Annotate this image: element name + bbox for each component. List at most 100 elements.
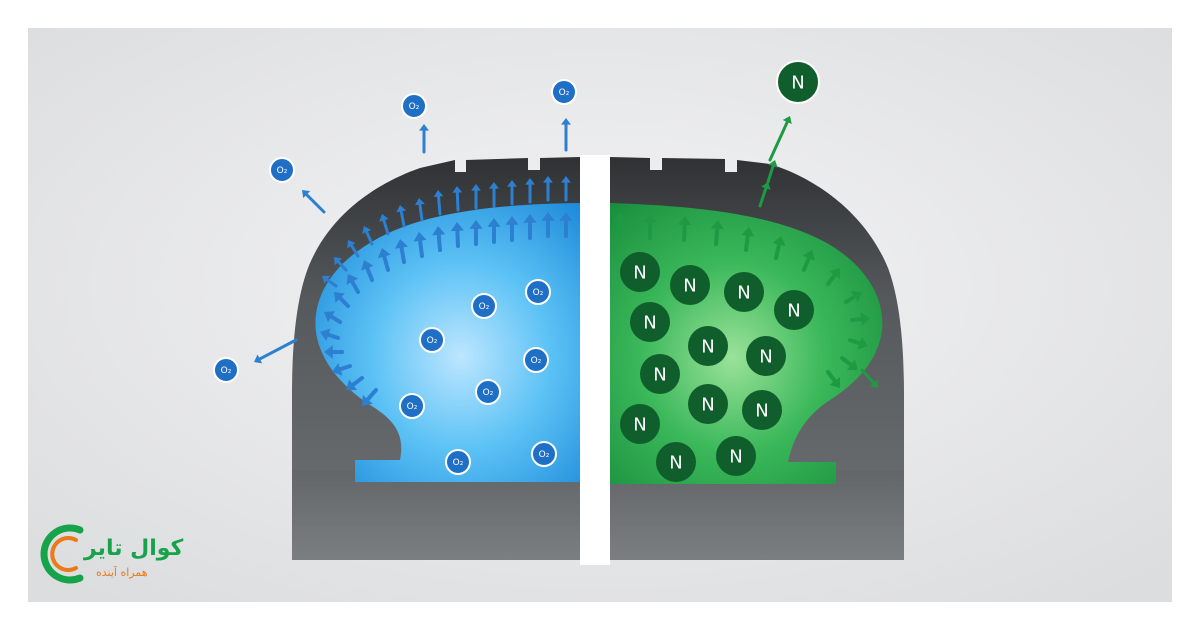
nitrogen-inner-arrow-3-head (710, 220, 724, 230)
nitrogen-molecule-escaped-circle (776, 60, 820, 104)
nitrogen-molecule-12: N (716, 436, 756, 476)
logo-brand-text: کوال تایر (84, 536, 184, 561)
oxygen-inner-arrow-15-shaft (326, 332, 340, 340)
nitrogen-molecule-11-label: N (669, 452, 682, 473)
nitrogen-molecule-5-label: N (701, 336, 714, 357)
oxygen-inner-arrow-10-head (377, 248, 391, 259)
oxygen-molecule-10-circle (445, 449, 471, 475)
nitrogen-molecule-11: N (656, 442, 696, 482)
oxygen-escape-arrow-1-head (419, 124, 429, 131)
nitrogen-inner-arrow-9-head (860, 312, 870, 326)
nitrogen-molecule-4: N (630, 302, 670, 342)
oxygen-molecule-9: O₂ (399, 393, 425, 419)
oxygen-tread-arrow-13-shaft (336, 260, 348, 272)
nitrogen-molecule-9-circle (742, 390, 782, 430)
nitrogen-inner-arrow-10-shaft (848, 338, 862, 346)
oxygen-inner-arrow-8-head (413, 232, 427, 242)
nitrogen-molecule-12-label: N (729, 446, 742, 467)
nitrogen-molecule-11-circle (656, 442, 696, 482)
oxygen-escape-arrow-0-head (561, 118, 571, 125)
nitrogen-molecule-0: N (620, 252, 660, 292)
oxygen-tread-arrow-10-head (379, 214, 389, 222)
oxygen-tread-arrow-12-head (347, 240, 356, 249)
oxygen-inner-arrow-10-shaft (382, 254, 390, 272)
center-divider (580, 155, 610, 565)
oxygen-tread-arrow-6-head (452, 186, 463, 193)
nitrogen-inner-arrow-5-head (772, 236, 786, 247)
oxygen-inner-arrow-14-head (324, 311, 335, 323)
nitrogen-molecule-6-circle (746, 336, 786, 376)
nitrogen-molecule-4-circle (630, 302, 670, 342)
oxygen-molecule-8-label: O₂ (483, 388, 494, 398)
oxygen-inner-arrow-11-shaft (365, 266, 374, 282)
nitrogen-molecule-0-circle (620, 252, 660, 292)
oxygen-molecule-0: O₂ (401, 93, 427, 119)
oxygen-inner-arrow-7-shaft (436, 232, 442, 252)
oxygen-tread-arrow-3-head (507, 180, 517, 187)
oxygen-molecule-9-label: O₂ (407, 402, 418, 412)
oxygen-tread-arrow-7-shaft (437, 195, 442, 216)
oxygen-inner-arrow-2-head (523, 214, 537, 223)
oxygen-molecule-5-circle (471, 293, 497, 319)
oxygen-inner-arrow-4-head (487, 218, 501, 227)
oxygen-molecule-1-circle (551, 79, 577, 105)
nitrogen-molecule-1-label: N (683, 275, 696, 296)
nitrogen-tread-arrow-1-shaft (766, 164, 775, 184)
nitrogen-molecule-8: N (688, 384, 728, 424)
oxygen-molecule-6-circle (419, 327, 445, 353)
nitrogen-molecule-escaped-label: N (791, 72, 804, 93)
oxygen-molecule-4: O₂ (525, 279, 551, 305)
nitrogen-molecule-10-circle (620, 404, 660, 444)
nitrogen-molecule-8-circle (688, 384, 728, 424)
oxygen-tread-arrow-2-head (525, 178, 535, 185)
oxygen-inner-arrow-11-head (361, 260, 374, 271)
nitrogen-molecule-2: N (724, 272, 764, 312)
oxygen-inner-arrow-18-head (346, 379, 357, 390)
nitrogen-molecule-0-label: N (633, 262, 646, 283)
oxygen-molecule-1-label: O₂ (559, 88, 570, 98)
nitrogen-inner-arrow-5-shaft (774, 242, 782, 260)
oxygen-molecule-10-label: O₂ (453, 458, 464, 468)
oxygen-molecule-6-label: O₂ (427, 336, 438, 346)
nitrogen-tread-arrow-0-head (761, 182, 771, 190)
oxygen-molecule-1: O₂ (551, 79, 577, 105)
nitrogen-inner-arrow-11-shaft (840, 356, 853, 367)
oxygen-inner-arrow-3-head (505, 216, 519, 225)
nitrogen-inner-arrow-7-head (829, 268, 840, 279)
oxygen-molecule-2: O₂ (269, 157, 295, 183)
oxygen-inner-arrow-5-head (469, 220, 483, 229)
nitrogen-molecule-9: N (742, 390, 782, 430)
nitrogen-molecule-escaped: N (776, 60, 820, 104)
nitrogen-molecule-8-label: N (701, 394, 714, 415)
nitrogen-molecule-3-circle (774, 290, 814, 330)
nitrogen-inner-arrow-11-head (847, 359, 858, 370)
nitrogen-molecule-1-circle (670, 265, 710, 305)
oxygen-inner-arrow-12-head (346, 274, 359, 285)
sidewall-shade-right (610, 470, 904, 560)
oxygen-molecule-7: O₂ (523, 347, 549, 373)
nitrogen-molecule-7-label: N (653, 364, 666, 385)
nitrogen-inner-arrow-0-head (613, 212, 627, 221)
company-logo-icon (40, 524, 84, 584)
nitrogen-escape-arrow-0-head (782, 116, 792, 125)
oxygen-tread-arrow-10-shaft (382, 218, 390, 236)
sidewall-shade-left (292, 470, 580, 560)
nitrogen-inner-arrow-8-shaft (844, 294, 857, 304)
oxygen-molecule-3-circle (213, 357, 239, 383)
oxygen-chamber (315, 203, 580, 482)
oxygen-tread-arrow-11-shaft (365, 230, 374, 246)
oxygen-inner-arrow-17-head (332, 362, 343, 376)
nitrogen-molecule-5: N (688, 326, 728, 366)
oxygen-molecule-3-label: O₂ (221, 366, 232, 376)
oxygen-tread-arrow-14-shaft (325, 278, 338, 288)
nitrogen-molecule-6: N (746, 336, 786, 376)
oxygen-molecule-7-circle (523, 347, 549, 373)
oxygen-inner-arrow-1-head (541, 212, 555, 221)
nitrogen-inner-arrow-2-head (678, 216, 692, 226)
oxygen-molecule-6: O₂ (419, 327, 445, 353)
nitrogen-molecule-1: N (670, 265, 710, 305)
oxygen-escape-arrow-3-shaft (258, 338, 298, 361)
oxygen-molecule-5: O₂ (471, 293, 497, 319)
